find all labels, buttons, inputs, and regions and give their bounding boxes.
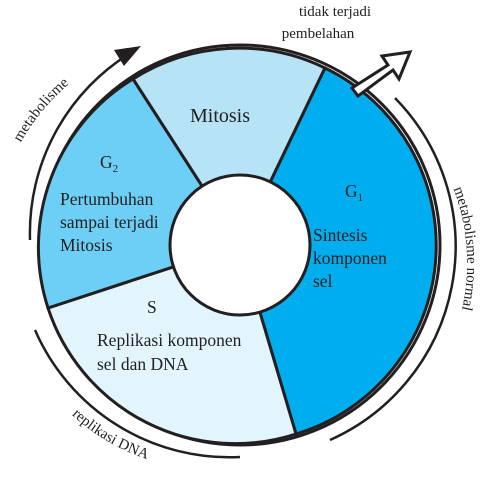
- g1-heading: G1: [345, 181, 363, 204]
- s-line-1: Replikasi komponen: [97, 330, 242, 350]
- bottom-arc: [33, 329, 241, 459]
- no-division-line-1: tidak terjadi: [299, 4, 371, 20]
- metabolisme-normal-label: metabolisme normal: [450, 185, 479, 313]
- g2-heading: G2: [100, 152, 118, 175]
- sector-g1: [238, 65, 438, 436]
- metabolisme-arrowhead: [114, 46, 141, 66]
- center-circle: [168, 173, 312, 317]
- metabolisme-label: metabolisme: [10, 74, 72, 144]
- g2-line-3: Mitosis: [60, 235, 113, 255]
- s-heading: S: [147, 297, 157, 317]
- g1-line-2: komponen: [313, 248, 387, 268]
- no-division-line-2: pembelahan: [282, 26, 355, 42]
- right-arc: [329, 97, 457, 442]
- metabolisme-arc: [28, 50, 133, 241]
- exit-arrow: [349, 50, 413, 99]
- g1-line-3: sel: [313, 271, 333, 291]
- s-line-2: sel dan DNA: [97, 354, 189, 374]
- sector-mitosis: [130, 46, 327, 249]
- mitosis-label: Mitosis: [190, 105, 250, 127]
- g2-line-1: Pertumbuhan: [60, 189, 154, 209]
- g1-line-1: Sintesis: [313, 225, 368, 245]
- g2-line-2: sampai terjadi: [60, 212, 159, 232]
